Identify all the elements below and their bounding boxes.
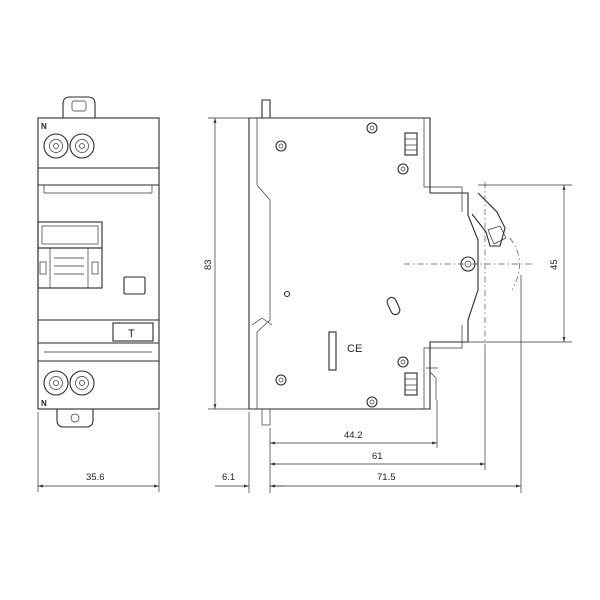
- top-terminal-label: N: [41, 122, 47, 131]
- ce-mark: CE: [347, 343, 362, 355]
- bottom-terminal-screw-left: [43, 370, 69, 396]
- indicator-window: [123, 276, 146, 295]
- top-clip: [62, 96, 96, 118]
- bottom-terminal-label: N: [41, 399, 47, 408]
- lower-slot: [404, 372, 418, 396]
- front-body: [37, 117, 160, 410]
- dimension-lines: 35.6 83 45 44.2 61 71.5 6.1: [37, 117, 572, 493]
- dim-total-height: 83: [203, 259, 214, 270]
- dim-depth-44: 44.2: [344, 430, 363, 441]
- front-view: N T: [37, 96, 160, 428]
- bottom-clip: [56, 409, 94, 428]
- bottom-terminal-screw-right: [69, 370, 95, 396]
- dim-rail-height: 45: [549, 259, 560, 270]
- side-body-outline: [248, 117, 479, 410]
- side-view: CE: [248, 99, 532, 426]
- toggle-handle: [37, 221, 103, 289]
- top-terminal-screw-left: [43, 133, 69, 159]
- dim-front-offset: 6.1: [222, 472, 235, 483]
- vertical-bar: [328, 331, 337, 371]
- dim-depth-61: 61: [372, 451, 383, 462]
- side-rivets: [275, 122, 476, 408]
- oblong-pin: [386, 296, 401, 316]
- dim-front-width: 35.6: [86, 472, 105, 483]
- upper-slot: [404, 132, 418, 156]
- test-button-label: T: [128, 328, 135, 340]
- dim-depth-total: 71.5: [377, 472, 396, 483]
- top-terminal-screw-right: [69, 133, 95, 159]
- rail-lever: [471, 192, 506, 247]
- test-button: [112, 322, 154, 342]
